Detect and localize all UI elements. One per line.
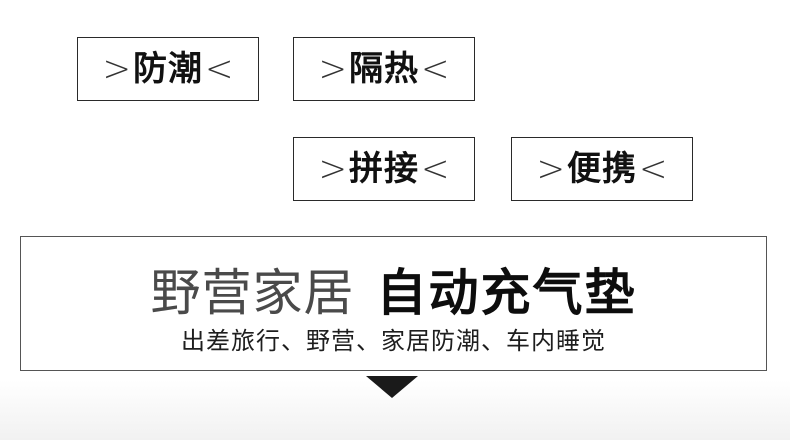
feature-tag-splicing: > 拼接 < <box>293 137 475 201</box>
feature-tag-portable: > 便携 < <box>511 137 693 201</box>
feature-label: 防潮 <box>133 49 203 89</box>
close-bracket: < <box>421 48 450 90</box>
title-product: 自动充气垫 <box>376 264 637 322</box>
product-banner: 野营家居 自动充气垫 出差旅行、野营、家居防潮、车内睡觉 <box>20 236 767 371</box>
banner-subtitle: 出差旅行、野营、家居防潮、车内睡觉 <box>181 327 606 355</box>
feature-tag-moistureproof: > 防潮 < <box>77 37 259 101</box>
close-bracket: < <box>205 48 234 90</box>
title-category: 野营家居 <box>150 264 355 322</box>
open-bracket: > <box>318 48 348 90</box>
close-bracket: < <box>421 148 450 190</box>
open-bracket: > <box>102 48 132 90</box>
banner-title: 野营家居 自动充气垫 <box>21 253 766 325</box>
triangle-down-icon <box>366 376 418 398</box>
feature-label: 便携 <box>567 149 637 189</box>
feature-tag-insulation: > 隔热 < <box>293 37 475 101</box>
open-bracket: > <box>318 148 348 190</box>
close-bracket: < <box>639 148 668 190</box>
feature-label: 拼接 <box>349 149 419 189</box>
feature-label: 隔热 <box>349 49 419 89</box>
open-bracket: > <box>536 148 566 190</box>
